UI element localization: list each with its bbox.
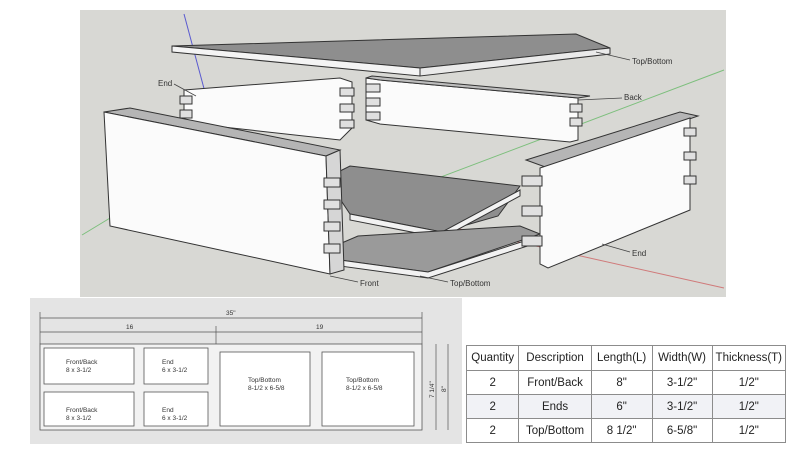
label-end-right: End [632,249,646,258]
piece-label-name: Top/Bottom [248,377,281,384]
table-row: 2 Front/Back 8" 3-1/2" 1/2" [465,370,787,395]
leader-end-left [173,83,197,97]
piece-label-name: Top/Bottom [346,377,379,384]
cell-length: 6" [590,394,653,419]
cut-plan-diagram: 35" 16 19 7 1/4" 8" Front/Back 8 x 3-1/2… [30,298,462,444]
top-lid-panel [171,33,611,77]
piece-label-name: End [162,359,174,366]
cell-thickness: 1/2" [711,394,787,419]
cell-width: 6-5/8" [651,418,713,443]
label-end-left: End [158,79,172,88]
piece-front-back-2 [43,391,135,427]
table-row: 2 Ends 6" 3-1/2" 1/2" [465,394,787,419]
table-header-row: Quantity Description Length(L) Width(W) … [465,345,787,371]
piece-top-bottom-2 [321,351,415,427]
piece-label-name: End [162,407,174,414]
piece-label-name: Front/Back [66,359,98,366]
cell-quantity: 2 [465,394,520,419]
label-back: Back [624,93,643,102]
cell-length: 8" [590,370,653,395]
piece-label-size: 6 x 3-1/2 [162,367,188,374]
label-top-bottom-upper: Top/Bottom [632,57,673,66]
piece-top-bottom-1 [219,351,311,427]
right-end-panel [521,111,700,269]
piece-label-name: Front/Back [66,407,98,414]
cell-quantity: 2 [465,418,520,443]
cell-length: 8 1/2" [590,418,653,443]
front-panel [103,107,345,275]
piece-label-size: 8 x 3-1/2 [66,415,92,422]
back-panel [365,75,591,143]
dim-left-length: 16 [126,324,134,331]
piece-end-2 [143,391,209,427]
cell-width: 3-1/2" [651,370,713,395]
piece-label-size: 8-1/2 x 6-5/8 [248,385,285,392]
leader-top-bottom-upper [595,51,631,61]
leader-front [329,275,359,283]
table-row: 2 Top/Bottom 8 1/2" 6-5/8" 1/2" [465,418,787,443]
dim-right-length: 19 [316,324,324,331]
header-length: Length(L) [590,345,653,371]
header-description: Description [518,345,592,371]
axis-blue [183,13,207,97]
dim-width-8: 8" [441,385,448,392]
piece-label-size: 8-1/2 x 6-5/8 [346,385,383,392]
piece-front-back-1 [43,347,135,385]
piece-end-1 [143,347,209,385]
dim-overall-length: 35" [226,310,236,317]
exploded-box-model: Top/Bottom End Back End Front Top/Bottom [80,10,726,297]
label-top-bottom-lower: Top/Bottom [450,279,491,288]
leader-top-bottom-lower [419,275,449,283]
bottom-panel-upper [325,165,521,239]
header-thickness: Thickness(T) [711,345,787,371]
leader-end-right [601,243,631,253]
cell-thickness: 1/2" [711,418,787,443]
cell-description: Top/Bottom [518,418,592,443]
cell-description: Front/Back [518,370,592,395]
cell-width: 3-1/2" [651,394,713,419]
cell-thickness: 1/2" [711,370,787,395]
label-front: Front [360,279,379,288]
header-width: Width(W) [651,345,713,371]
cell-quantity: 2 [465,370,520,395]
cell-description: Ends [518,394,592,419]
parts-table: Quantity Description Length(L) Width(W) … [465,345,787,443]
dim-overall-width: 7 1/4" [429,381,436,398]
piece-label-size: 8 x 3-1/2 [66,367,92,374]
header-quantity: Quantity [465,345,520,371]
piece-label-size: 6 x 3-1/2 [162,415,188,422]
leader-back [577,97,623,101]
